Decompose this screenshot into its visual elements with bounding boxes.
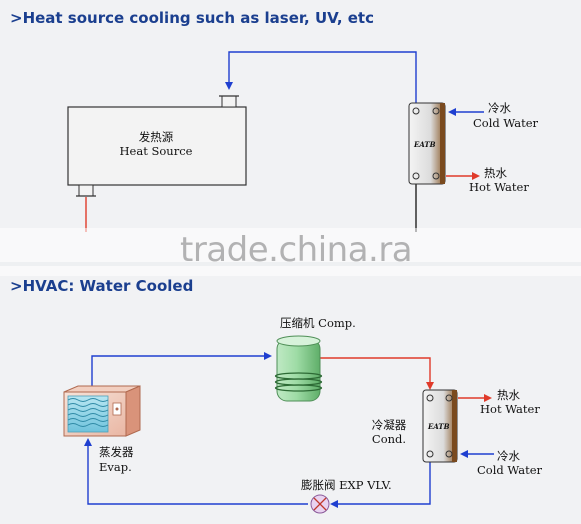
heat-source-label-cn: 发热源 — [138, 130, 174, 144]
top-plate-heat-exchanger — [408, 102, 446, 185]
heat-source-label-en: Heat Source — [119, 144, 193, 158]
bottom-hot-water-label-cn: 热水 — [497, 388, 520, 402]
top-hx-brand: EATB — [414, 140, 436, 149]
suction-line — [91, 352, 272, 388]
cooled-water-pipe — [225, 51, 417, 103]
condenser-label-cn: 冷凝器 — [371, 418, 407, 432]
expansion-line — [84, 438, 308, 505]
top-cold-water-label-cn: 冷水 — [488, 101, 511, 115]
evaporator-label-en: Evap. — [99, 460, 132, 474]
heat-source-section-heading: >Heat source cooling such as laser, UV, … — [10, 9, 374, 27]
liquid-line — [330, 462, 431, 508]
evaporator-label-cn: 蒸发器 — [99, 445, 134, 459]
top-hot-water-label-cn: 热水 — [484, 166, 507, 180]
discharge-line — [320, 357, 434, 390]
expansion-valve — [310, 494, 330, 514]
hvac-section-heading: >HVAC: Water Cooled — [10, 277, 194, 295]
bottom-cold-water-label-en: Cold Water — [477, 463, 543, 477]
expansion-valve-label: 膨胀阀 EXP VLV. — [301, 478, 392, 492]
top-cold-water-label-en: Cold Water — [473, 116, 539, 130]
heat-source-unit — [67, 95, 247, 197]
bottom-hot-water-label-en: Hot Water — [480, 402, 540, 416]
evaporator-unit — [63, 385, 141, 437]
condenser-hx-brand: EATB — [428, 422, 450, 431]
watermark-band: trade.china.ra — [0, 228, 581, 276]
condenser-label-en: Cond. — [371, 432, 407, 446]
compressor-label: 压缩机 Comp. — [280, 316, 356, 330]
compressor — [274, 335, 323, 402]
top-hot-water-label-en: Hot Water — [469, 180, 529, 194]
watermark-text: trade.china.ra — [180, 230, 413, 270]
condenser-plate-heat-exchanger — [422, 389, 458, 463]
bottom-cold-water-label-cn: 冷水 — [497, 449, 520, 463]
